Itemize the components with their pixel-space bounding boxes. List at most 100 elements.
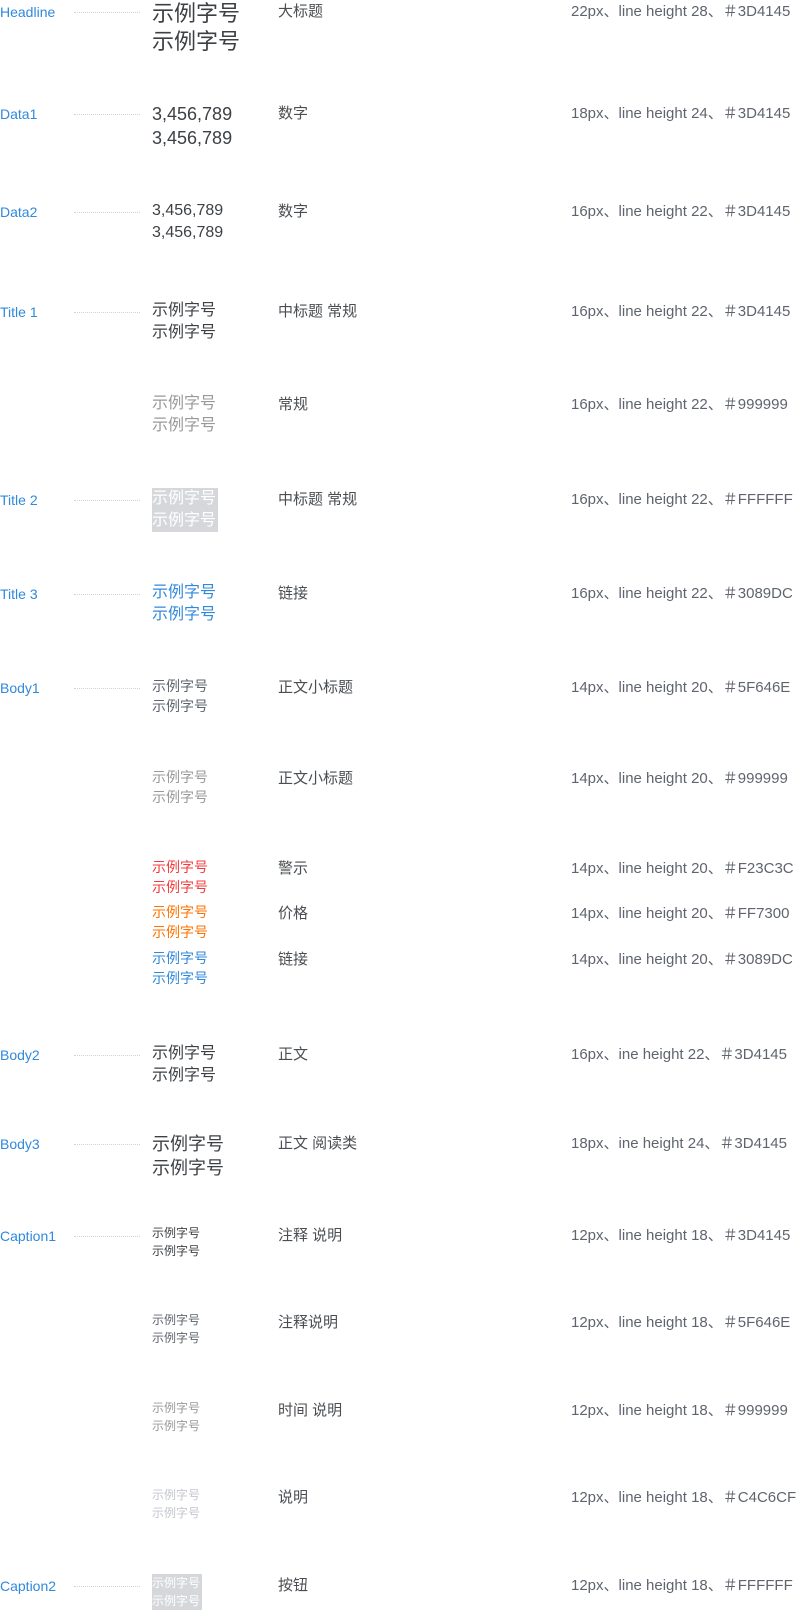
style-name-label: Title 3 (0, 586, 38, 602)
font-spec-text: 12px、line height 18、＃C4C6CF (571, 1489, 797, 1506)
type-sample: 示例字号示例字号 (152, 582, 216, 626)
type-sample-line: 示例字号 (152, 1226, 201, 1240)
dotted-leader (74, 212, 140, 213)
dotted-leader (74, 594, 140, 595)
type-sample: 3,456,789 3,456,789 (152, 200, 223, 244)
type-sample-line: 3,456,789 (152, 104, 233, 124)
style-name-label: Data2 (0, 204, 38, 220)
type-sample: 示例字号示例字号 (152, 676, 208, 716)
type-sample-line: 3,456,789 (152, 202, 224, 219)
style-name-label: Caption1 (0, 1228, 57, 1244)
font-spec-text: 14px、line height 20、＃F23C3C (571, 860, 794, 877)
type-sample-line: 示例字号 (152, 698, 208, 714)
font-spec-text: 12px、line height 18、＃999999 (571, 1402, 788, 1419)
type-sample-line: 示例字号 (152, 789, 208, 805)
type-sample-line: 示例字号 (152, 417, 217, 434)
type-sample-line: 示例字号 (152, 606, 217, 623)
usage-description: 大标题 (278, 3, 324, 20)
type-sample: 示例字号示例字号 (152, 1043, 216, 1087)
type-sample-line: 示例字号 (152, 1313, 201, 1327)
style-name-label: Title 2 (0, 492, 38, 508)
type-sample: 示例字号示例字号 (152, 488, 219, 532)
type-sample: 示例字号示例字号 (152, 767, 208, 807)
type-sample-line: 示例字号 (152, 1419, 201, 1433)
dotted-leader (74, 1236, 140, 1237)
type-sample-line: 示例字号 (152, 1045, 217, 1062)
type-sample-line: 示例字号 (152, 1401, 201, 1415)
style-name-label: Body3 (0, 1136, 40, 1152)
type-sample-line: 示例字号 (152, 324, 217, 341)
font-spec-text: 16px、line height 22、＃3D4145 (571, 203, 791, 220)
type-sample-line: 示例字号 (152, 1488, 201, 1502)
type-sample: 示例字号示例字号 (152, 1224, 200, 1260)
type-sample-line: 3,456,789 (152, 224, 224, 241)
type-sample-line: 示例字号 (152, 1134, 224, 1154)
dotted-leader (74, 312, 140, 313)
type-sample-line: 示例字号 (152, 1244, 201, 1258)
style-name-label: Body2 (0, 1047, 40, 1063)
font-spec-text: 22px、line height 28、＃3D4145 (571, 3, 791, 20)
dotted-leader (74, 114, 140, 115)
font-spec-text: 18px、ine height 24、＃3D4145 (571, 1135, 787, 1152)
font-spec-text: 14px、line height 20、＃FF7300 (571, 905, 790, 922)
usage-description: 说明 (278, 1489, 309, 1506)
usage-description: 按钮 (278, 1577, 309, 1594)
dotted-leader (74, 1144, 140, 1145)
usage-description: 数字 (278, 203, 309, 220)
usage-description: 时间 说明 (278, 1402, 343, 1419)
font-spec-text: 16px、line height 22、＃999999 (571, 396, 788, 413)
type-sample-line: 示例字号 (152, 510, 219, 532)
type-sample: 示例字号示例字号 (152, 1486, 200, 1522)
font-spec-text: 12px、line height 18、＃5F646E (571, 1314, 791, 1331)
font-spec-text: 18px、line height 24、＃3D4145 (571, 105, 791, 122)
usage-description: 链接 (278, 585, 309, 602)
style-name-label: Data1 (0, 106, 38, 122)
usage-description: 常规 (278, 396, 309, 413)
usage-description: 正文小标题 (278, 770, 354, 787)
font-spec-text: 14px、line height 20、＃999999 (571, 770, 788, 787)
type-sample-line: 示例字号 (152, 924, 208, 940)
dotted-leader (74, 1055, 140, 1056)
type-sample-line: 示例字号 (152, 1067, 217, 1084)
type-sample-line: 示例字号 (152, 904, 208, 920)
font-spec-text: 16px、line height 22、＃FFFFFF (571, 491, 793, 508)
type-sample-line: 示例字号 (152, 950, 208, 966)
type-sample-line: 3,456,789 (152, 128, 233, 148)
type-sample: 示例字号示例字号 (152, 948, 208, 988)
type-sample-line: 示例字号 (152, 769, 208, 785)
usage-description: 中标题 常规 (278, 303, 358, 320)
type-sample: 示例字号示例字号 (152, 0, 240, 56)
type-sample: 示例字号示例字号 (152, 1574, 203, 1610)
type-sample-line: 示例字号 (152, 488, 219, 510)
type-sample: 示例字号示例字号 (152, 857, 208, 897)
dotted-leader (74, 500, 140, 501)
usage-description: 正文 阅读类 (278, 1135, 358, 1152)
usage-description: 注释说明 (278, 1314, 339, 1331)
font-spec-text: 16px、line height 22、＃3089DC (571, 585, 793, 602)
type-sample-line: 示例字号 (152, 1, 241, 26)
type-sample-line: 示例字号 (152, 1331, 201, 1345)
type-sample-line: 示例字号 (152, 859, 208, 875)
usage-description: 正文小标题 (278, 679, 354, 696)
type-sample: 示例字号示例字号 (152, 300, 216, 344)
font-spec-text: 16px、line height 22、＃3D4145 (571, 303, 791, 320)
usage-description: 注释 说明 (278, 1227, 343, 1244)
font-spec-text: 12px、line height 18、＃FFFFFF (571, 1577, 793, 1594)
usage-description: 数字 (278, 105, 309, 122)
font-spec-text: 14px、line height 20、＃5F646E (571, 679, 791, 696)
type-sample-line: 示例字号 (152, 678, 208, 694)
usage-description: 中标题 常规 (278, 491, 358, 508)
dotted-leader (74, 688, 140, 689)
style-name-label: Body1 (0, 680, 40, 696)
font-spec-text: 14px、line height 20、＃3089DC (571, 951, 793, 968)
type-sample-line: 示例字号 (152, 584, 217, 601)
dotted-leader (74, 1586, 140, 1587)
font-spec-text: 12px、line height 18、＃3D4145 (571, 1227, 791, 1244)
type-sample-line: 示例字号 (152, 1158, 224, 1178)
style-name-label: Title 1 (0, 304, 38, 320)
type-sample: 示例字号示例字号 (152, 1311, 200, 1347)
type-sample-line: 示例字号 (152, 970, 208, 986)
type-sample-line: 示例字号 (152, 879, 208, 895)
type-sample: 示例字号示例字号 (152, 1132, 224, 1180)
